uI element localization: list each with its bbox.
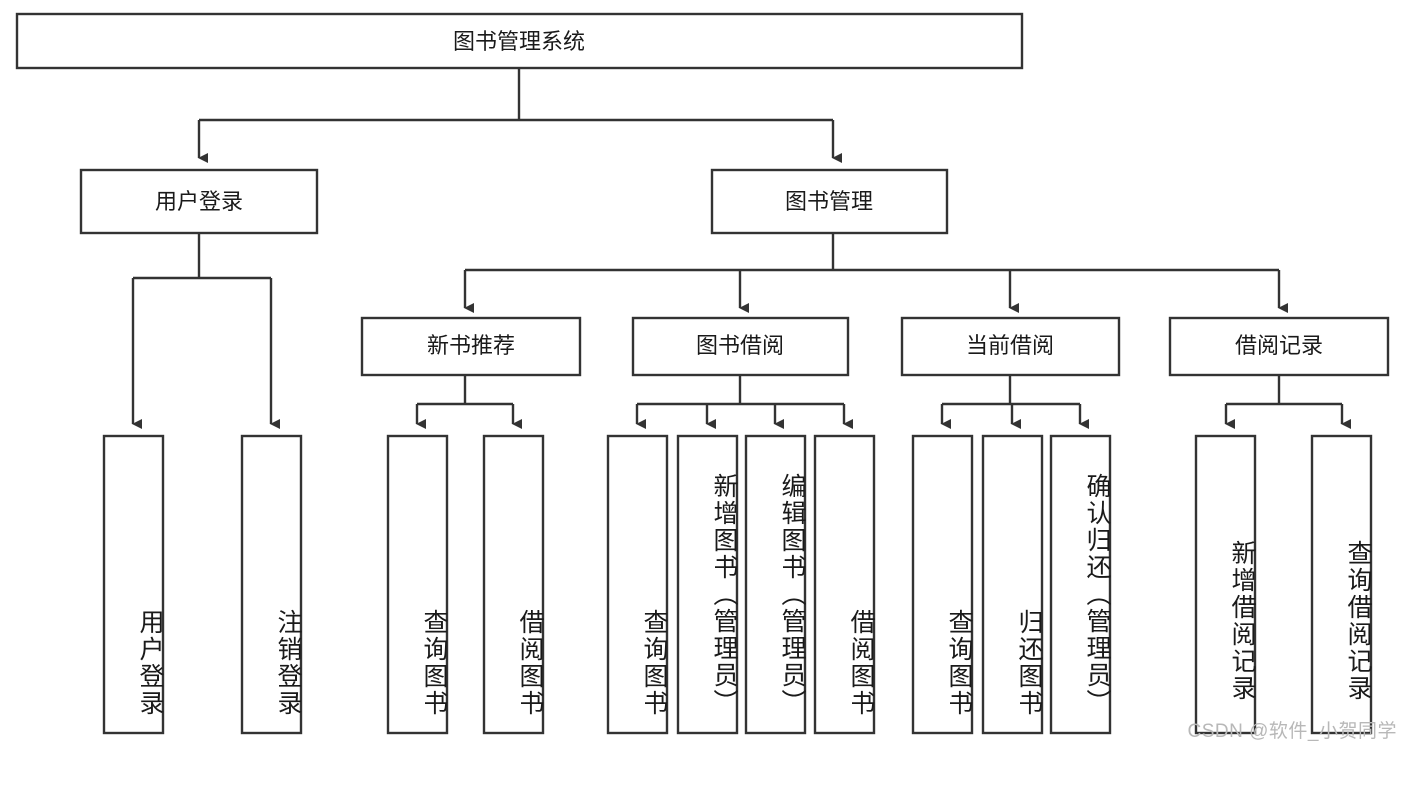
leaf-label-br-query-record: 查询借阅记录 bbox=[1344, 539, 1372, 702]
leaf-box-br-query-record[interactable] bbox=[1310, 434, 1373, 735]
tree-diagram-svg: 图书管理系统 用户登录 图书管理 新书推荐 图书借阅 当前借阅 借阅记录 bbox=[15, 12, 1390, 735]
node-book-borrow[interactable]: 图书借阅 bbox=[631, 316, 850, 377]
node-book-management-label: 图书管理 bbox=[785, 189, 873, 214]
node-current-borrow[interactable]: 当前借阅 bbox=[900, 316, 1121, 377]
connector-new-book-to-leaves bbox=[415, 375, 522, 429]
connector-current-borrow-to-leaves bbox=[940, 375, 1089, 429]
connector-borrow-record-to-leaves bbox=[1224, 375, 1351, 429]
node-book-borrow-label: 图书借阅 bbox=[696, 333, 784, 358]
node-book-management[interactable]: 图书管理 bbox=[710, 168, 949, 235]
node-root-book-management-system[interactable]: 图书管理系统 bbox=[15, 12, 1024, 70]
leaf-box-cb-confirm-return[interactable] bbox=[1049, 434, 1112, 735]
connector-user-login-to-leaves bbox=[131, 233, 280, 429]
connector-root-to-level2 bbox=[197, 68, 842, 163]
leaf-label-bb-add-book-admin: 新增图书（管理员） bbox=[710, 473, 738, 716]
leaf-boxes bbox=[102, 434, 1373, 735]
connector-book-borrow-to-leaves bbox=[635, 375, 853, 429]
leaf-box-bb-edit-book-admin[interactable] bbox=[744, 434, 807, 735]
node-current-borrow-label: 当前借阅 bbox=[966, 333, 1054, 358]
leaf-label-br-add-record: 新增借阅记录 bbox=[1228, 539, 1256, 702]
node-root-label: 图书管理系统 bbox=[453, 29, 585, 54]
leaf-label-bb-query-book: 查询图书 bbox=[640, 608, 668, 717]
leaf-box-br-add-record[interactable] bbox=[1194, 434, 1257, 735]
leaf-box-bb-borrow-book[interactable] bbox=[813, 434, 876, 735]
connector-book-manage-to-level3 bbox=[463, 233, 1288, 313]
leaf-box-cb-return-book[interactable] bbox=[981, 434, 1044, 735]
leaf-label-cb-confirm-return: 确认归还（管理员） bbox=[1083, 473, 1111, 716]
leaf-box-bb-query-book[interactable] bbox=[606, 434, 669, 735]
node-user-login-label: 用户登录 bbox=[155, 189, 243, 214]
leaf-label-logout: 注销登录 bbox=[274, 608, 302, 717]
leaf-box-nb-borrow-book[interactable] bbox=[482, 434, 545, 735]
leaf-box-nb-query-book[interactable] bbox=[386, 434, 449, 735]
leaf-label-nb-query-book: 查询图书 bbox=[420, 608, 448, 717]
leaf-box-cb-query-book[interactable] bbox=[911, 434, 974, 735]
node-new-book-recommend[interactable]: 新书推荐 bbox=[360, 316, 582, 377]
leaf-label-bb-borrow-book: 借阅图书 bbox=[847, 608, 875, 717]
node-borrow-record-label: 借阅记录 bbox=[1235, 333, 1323, 358]
node-new-book-recommend-label: 新书推荐 bbox=[427, 333, 515, 358]
leaf-box-bb-add-book-admin[interactable] bbox=[676, 434, 739, 735]
leaf-label-nb-borrow-book: 借阅图书 bbox=[516, 608, 544, 717]
diagram-canvas: 图书管理系统 用户登录 图书管理 新书推荐 图书借阅 当前借阅 借阅记录 bbox=[15, 12, 1397, 742]
leaf-label-cb-return-book: 归还图书 bbox=[1015, 608, 1043, 717]
leaf-box-user-login[interactable] bbox=[102, 434, 165, 735]
leaf-label-user-login: 用户登录 bbox=[136, 608, 164, 717]
leaf-label-cb-query-book: 查询图书 bbox=[945, 608, 973, 717]
node-user-login[interactable]: 用户登录 bbox=[79, 168, 319, 235]
csdn-watermark: CSDN @软件_小贺同学 bbox=[1187, 721, 1397, 742]
leaf-box-logout[interactable] bbox=[240, 434, 303, 735]
node-borrow-record[interactable]: 借阅记录 bbox=[1168, 316, 1390, 377]
leaf-label-bb-edit-book-admin: 编辑图书（管理员） bbox=[778, 473, 806, 716]
